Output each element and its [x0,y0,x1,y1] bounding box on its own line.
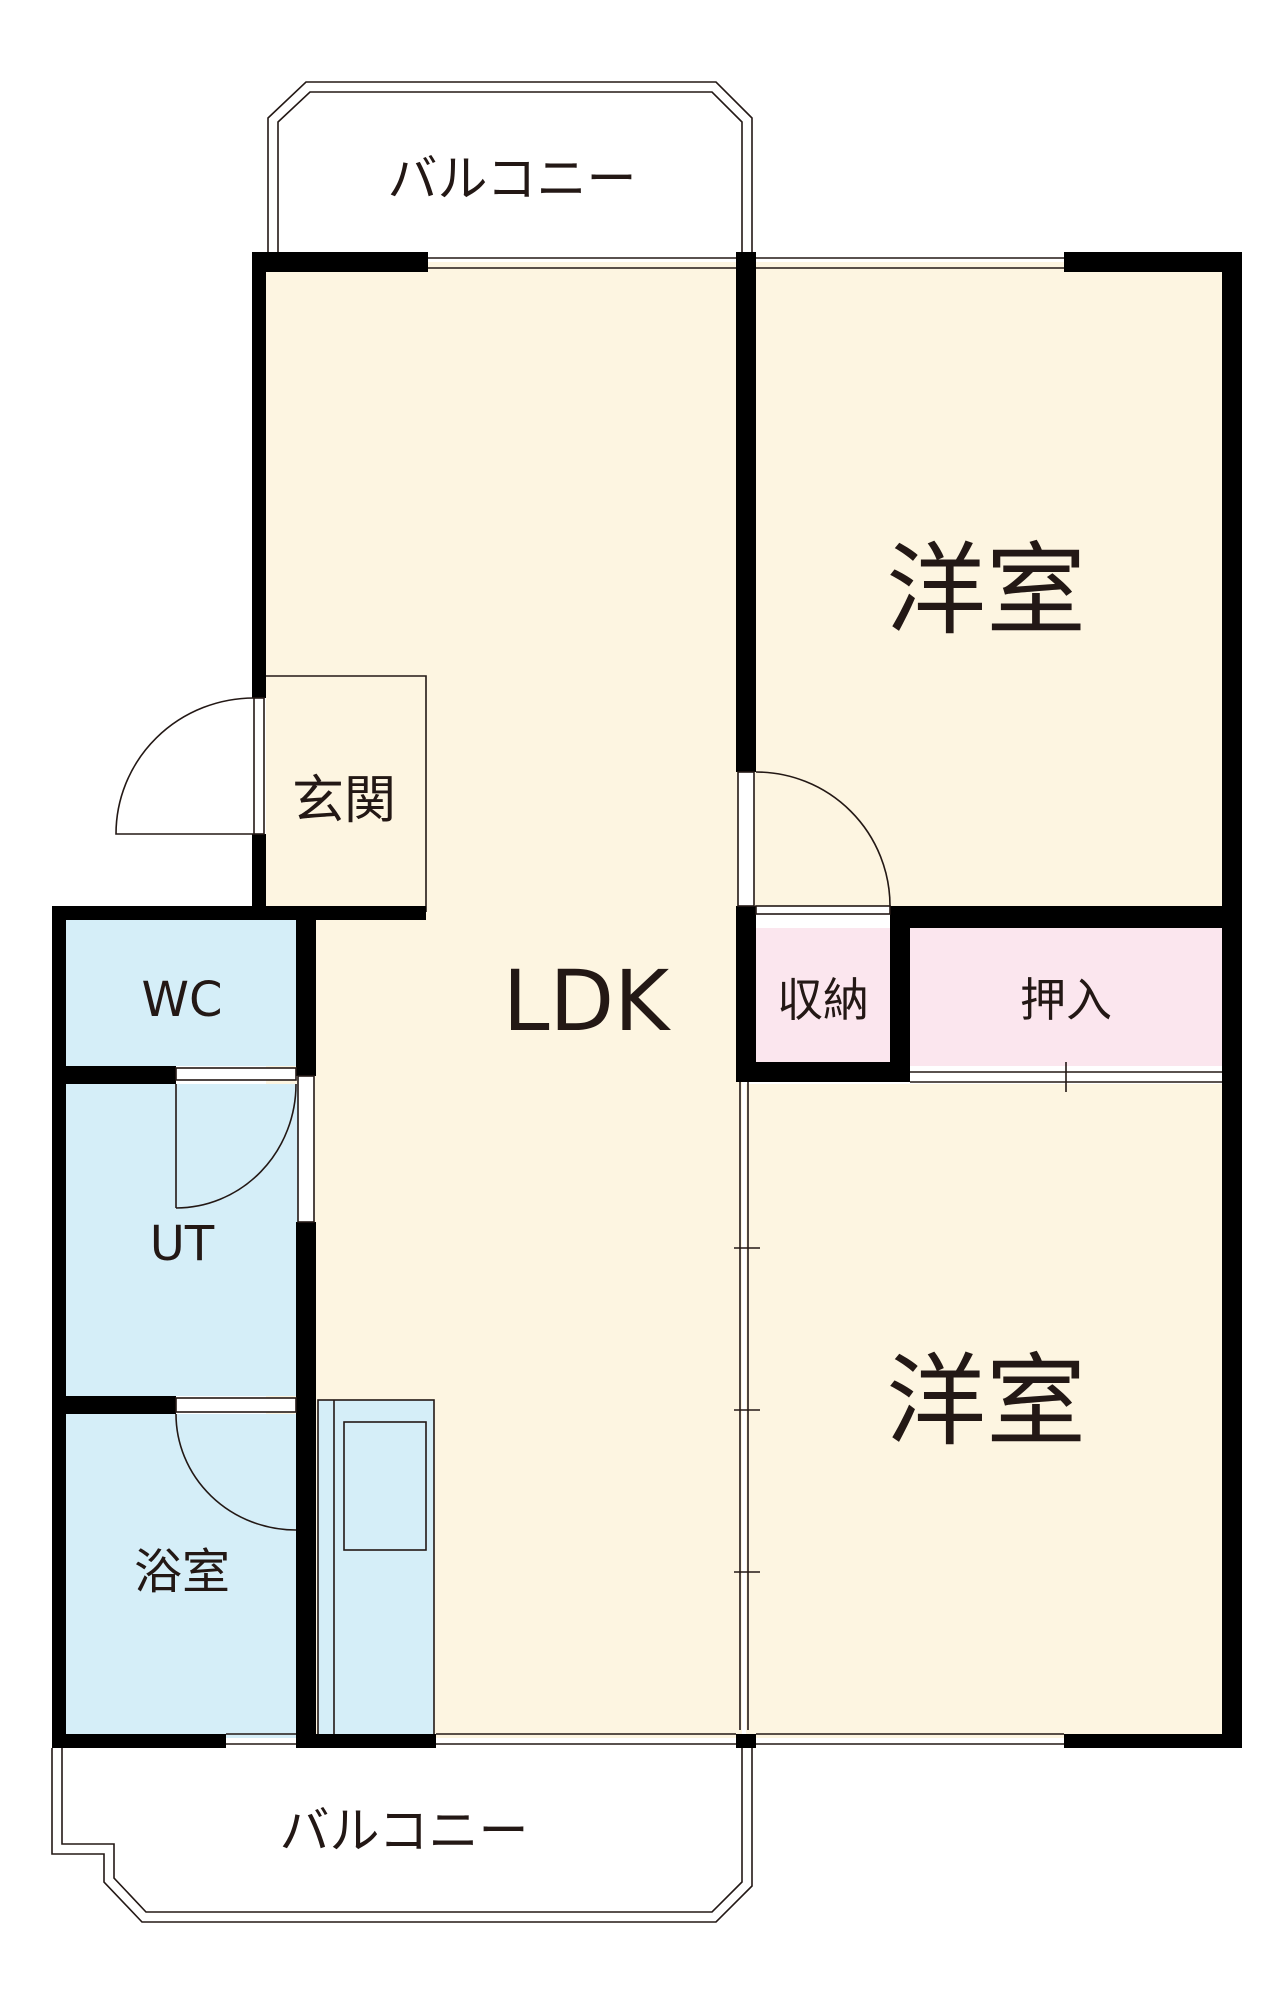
western-room-door-icon [737,771,891,915]
storage-floor [756,928,892,1066]
kitchen-counter [318,1400,434,1738]
western-room-upper-label: 洋室 [886,532,1086,649]
closet-sliding-door [910,1062,1222,1092]
entrance-label: 玄関 [292,771,396,831]
western-room-lower-label: 洋室 [886,1343,1086,1460]
bathroom-door-icon [175,1397,297,1531]
sliding-partition [734,1082,760,1730]
western-room-lower-floor [746,1084,1222,1738]
balcony-bottom-label: バルコニー [280,1802,529,1860]
closet-label: 押入 [1020,973,1112,1027]
walls [52,252,1242,1748]
ldk-label: LDK [503,952,671,1050]
bathroom-label: 浴室 [134,1544,230,1600]
storage-label: 収納 [777,973,869,1027]
utility-label: UT [150,1216,215,1272]
balcony-bottom-outline [51,1748,753,1923]
utility-door-icon [175,1075,315,1223]
balcony-top-outline [267,81,753,252]
balcony-top-label: バルコニー [388,150,637,208]
wc-floor [60,920,302,1066]
bathroom-floor [60,1414,302,1738]
entrance-step [266,675,427,912]
windows [226,257,1064,1745]
utility-floor [60,1084,302,1396]
entrance-door-icon [115,697,265,835]
wc-door-icon [175,1067,297,1081]
western-room-upper-floor [746,262,1222,912]
wc-label: WC [142,972,223,1028]
closet-floor [910,928,1222,1066]
